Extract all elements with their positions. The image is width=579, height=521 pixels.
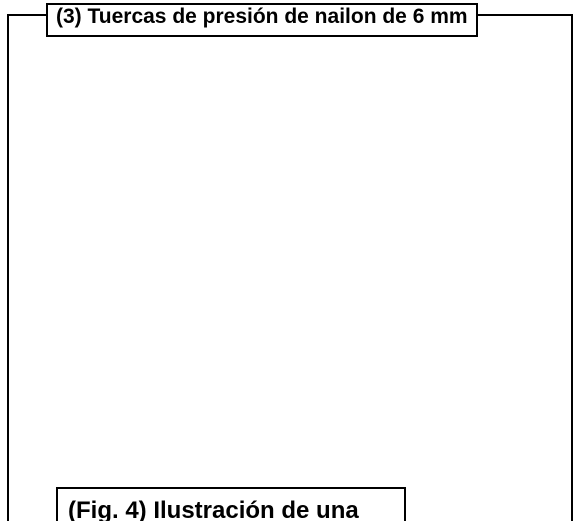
figure-frame: (3) Tuercas de presión de nailon de 6 mm (7, 3, 573, 521)
figure-caption: (Fig. 4) Ilustración de una (56, 487, 406, 521)
figure-title: (3) Tuercas de presión de nailon de 6 mm (46, 3, 478, 37)
